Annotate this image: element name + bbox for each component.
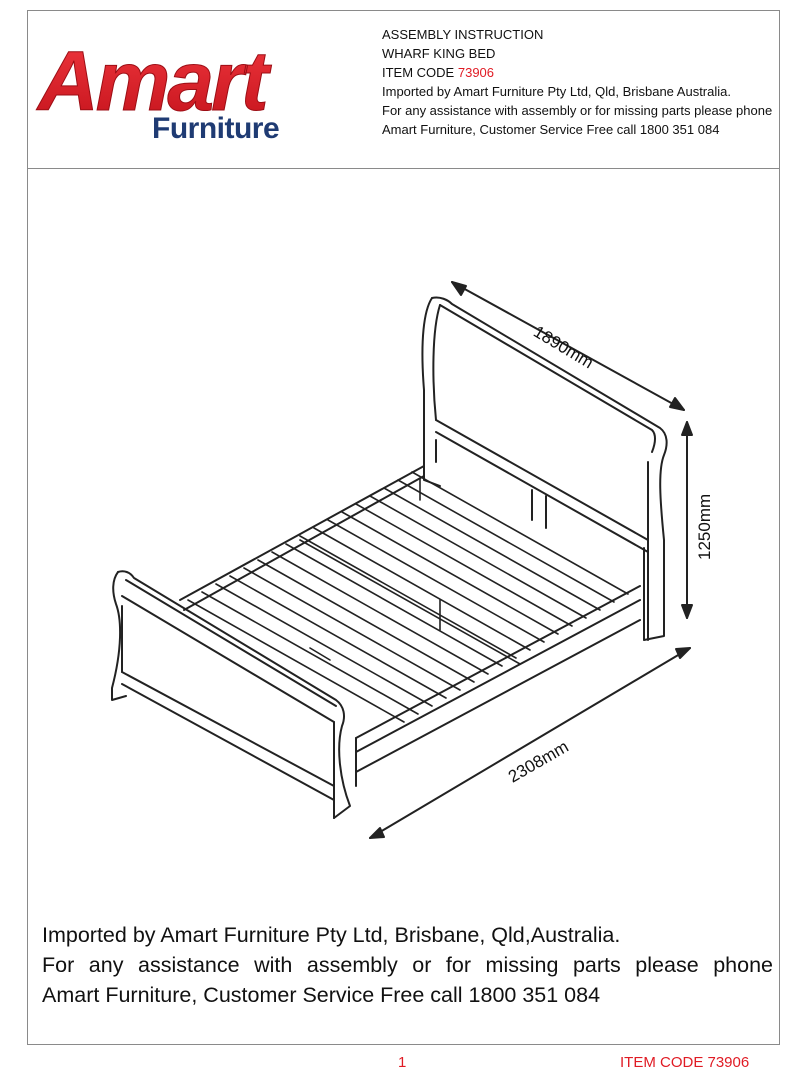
headboard: [421, 296, 668, 641]
item-code-value: 73906: [457, 65, 495, 80]
page-frame: [27, 10, 780, 1045]
height-dimension-label: 1250mm: [695, 493, 714, 560]
footer-line-1: Imported by Amart Furniture Pty Ltd, Bri…: [42, 923, 621, 947]
svg-text:Amart: Amart: [36, 34, 272, 128]
amart-logo: Amart Furniture: [36, 34, 280, 146]
page-item-code: ITEM CODE 73906: [620, 1054, 750, 1071]
footboard: [111, 570, 351, 819]
footer-line-3: Amart Furniture, Customer Service Free c…: [42, 983, 601, 1007]
header-info: ASSEMBLY INSTRUCTION WHARF KING BED ITEM…: [382, 25, 774, 139]
header-divider: [27, 168, 780, 169]
importer-text: Imported by Amart Furniture Pty Ltd, Qld…: [382, 84, 731, 99]
dimension-arrows: [369, 281, 693, 839]
assistance-text: For any assistance with assembly or for …: [382, 103, 773, 137]
item-code-label: ITEM CODE: [382, 65, 455, 80]
footer-line-2: For any assistance with assembly or for …: [42, 953, 773, 977]
item-code-line: ITEM CODE 73906: [382, 63, 774, 82]
product-name: WHARF KING BED: [382, 46, 496, 61]
slats: [187, 471, 629, 723]
doc-title: ASSEMBLY INSTRUCTION: [382, 27, 544, 42]
page-number: 1: [398, 1054, 407, 1071]
footer-notice: Imported by Amart Furniture Pty Ltd, Bri…: [42, 920, 773, 1010]
svg-text:Furniture: Furniture: [152, 112, 279, 145]
bed-diagram: [111, 281, 693, 839]
